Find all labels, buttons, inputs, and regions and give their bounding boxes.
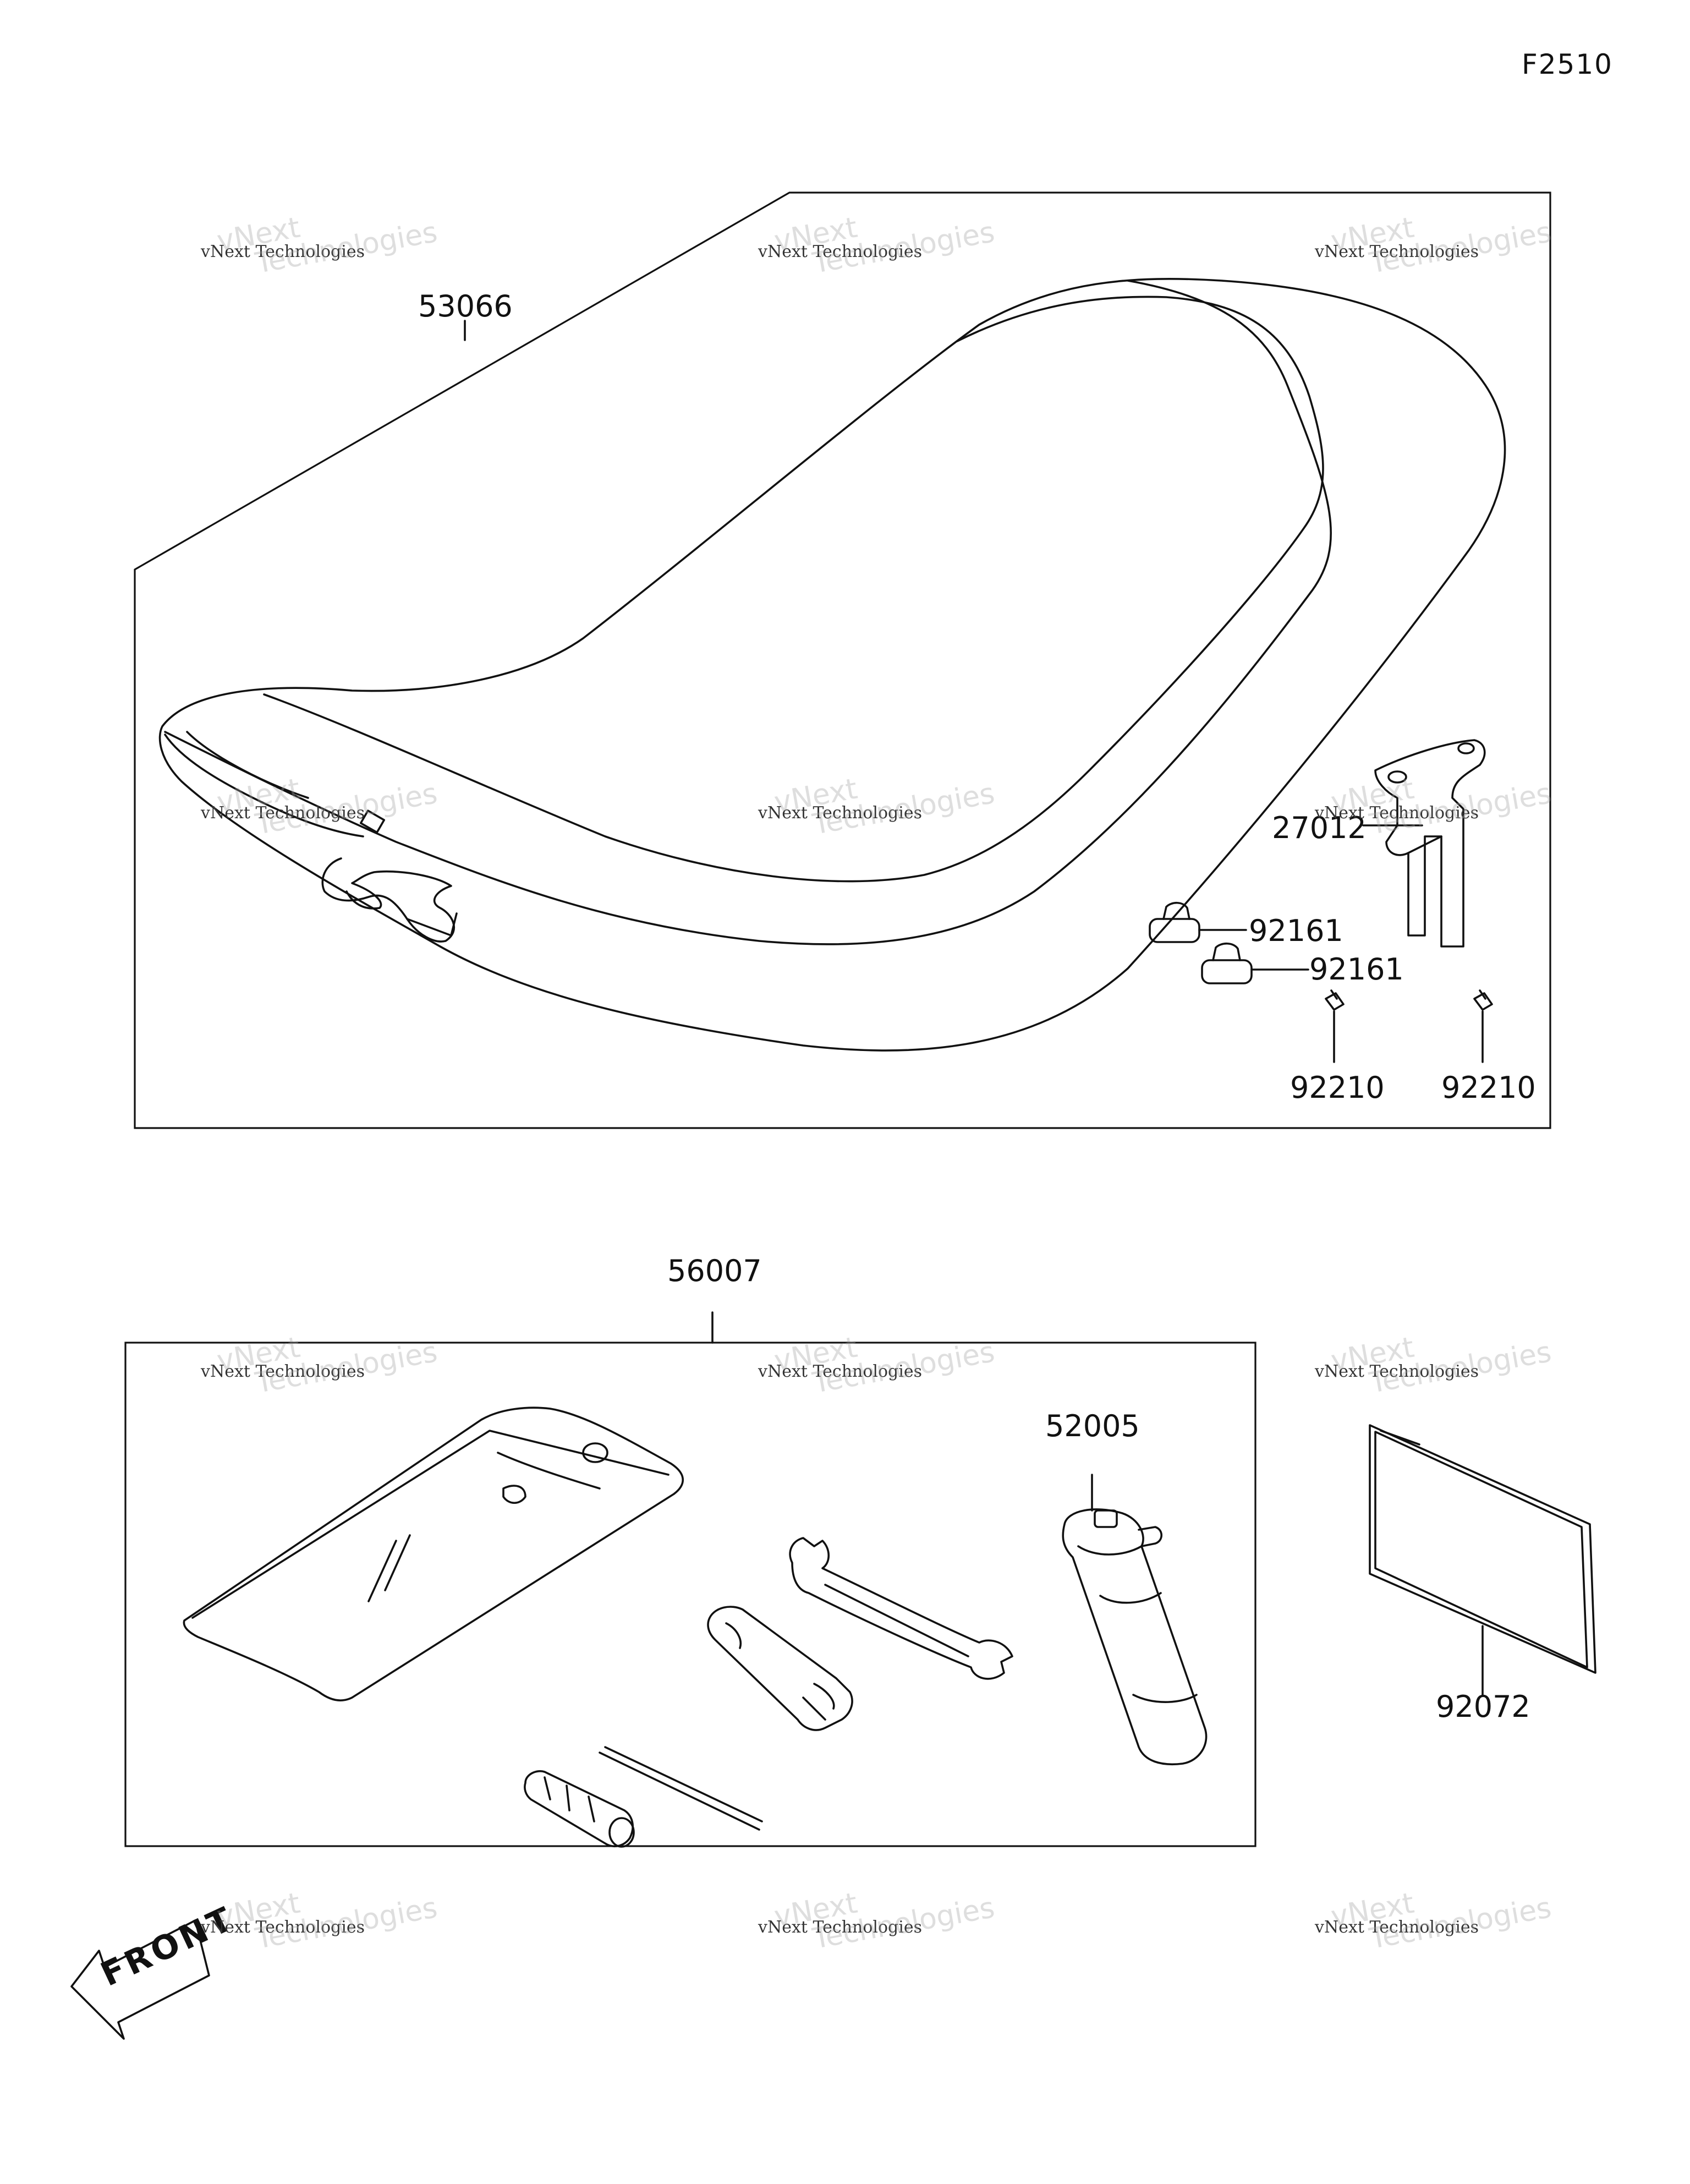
wrench-drawing [789,1537,1013,1680]
callout-53066: 53066 [418,289,513,324]
damper-2-drawing [1201,942,1253,984]
nut-2-drawing [1473,989,1493,1011]
figure-code: F2510 [1521,48,1613,80]
callout-56007: 56007 [667,1254,762,1288]
grip-drawing [1062,1508,1208,1765]
callout-92210-b: 92210 [1441,1070,1536,1105]
callout-52005: 52005 [1045,1409,1140,1443]
front-badge-drawing [70,1919,210,2040]
tool-bag-drawing [183,1406,684,1701]
plug-wrench-drawing [707,1606,853,1731]
nut-1-drawing [1325,989,1345,1011]
callout-92161-b: 92161 [1309,952,1404,987]
manual-drawing [1369,1424,1596,1674]
seat-drawing [158,278,1506,1052]
callout-92072: 92072 [1436,1689,1530,1724]
hook-bracket-drawing [1374,739,1486,948]
callout-27012: 27012 [1272,811,1367,845]
callout-92210-a: 92210 [1290,1070,1385,1105]
pry-tool-drawing [599,1746,763,1831]
screwdriver-drawing [524,1770,635,1848]
callout-92161-a: 92161 [1249,913,1343,948]
tool-kit-frame [124,1342,1256,1847]
seat-frame [134,191,1551,1129]
